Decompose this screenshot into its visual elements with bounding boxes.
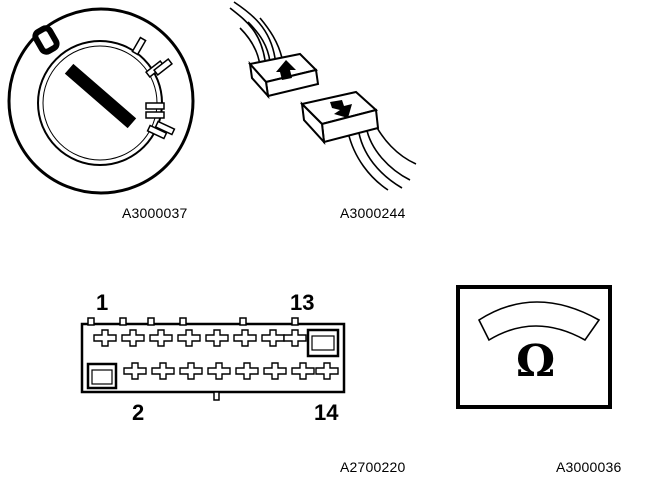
ohmmeter-scale-arc — [477, 301, 601, 342]
connector-lock-tab-right — [306, 328, 340, 358]
pin-label-bottom-left: 2 — [132, 400, 145, 425]
plug-connector-illustration — [229, 1, 417, 191]
downward-arrow — [330, 100, 352, 118]
pin-cavities — [93, 329, 339, 380]
pin-label-top-right: 13 — [290, 290, 315, 315]
position-ticks — [131, 36, 176, 140]
key-slot — [64, 63, 137, 129]
connector-face-illustration — [80, 317, 346, 401]
upward-arrow — [276, 60, 296, 80]
lower-connector-housing — [300, 90, 380, 145]
figure-caption-plug: A3000244 — [340, 205, 406, 221]
pin-label-top-left: 1 — [96, 290, 109, 315]
pin-label-bottom-right: 14 — [314, 400, 339, 425]
figure-caption-ignition: A3000037 — [122, 205, 188, 221]
figure-caption-connector: A2700220 — [340, 459, 406, 475]
ignition-switch-illustration — [7, 7, 195, 195]
connector-body — [80, 322, 346, 394]
ohm-symbol: Ω — [516, 336, 556, 387]
ohmmeter-illustration — [456, 285, 612, 409]
position-zero-marker — [32, 25, 60, 55]
figure-caption-ohmmeter: A3000036 — [556, 459, 622, 475]
